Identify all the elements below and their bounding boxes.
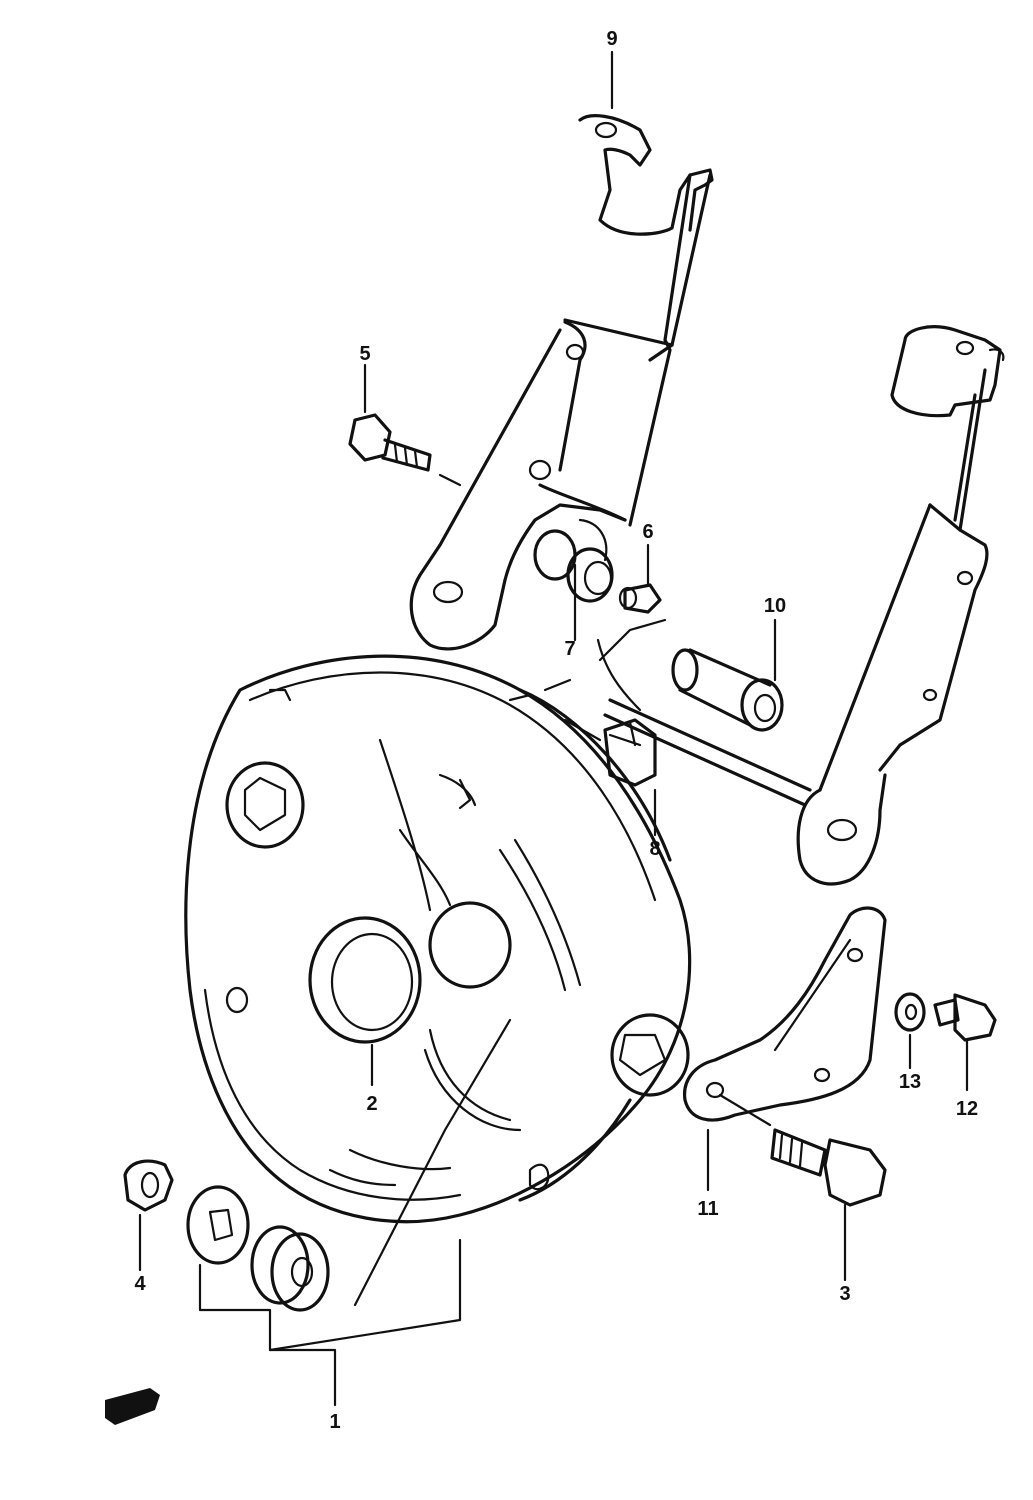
left-mounting-bracket bbox=[409, 114, 714, 651]
callout-10: 10 bbox=[764, 595, 786, 617]
cap-nut-8 bbox=[603, 718, 657, 787]
callout-labels: 9 5 6 7 10 8 2 11 3 13 12 4 1 bbox=[134, 28, 978, 1433]
callout-4: 4 bbox=[134, 1273, 146, 1295]
callout-3: 3 bbox=[839, 1283, 850, 1305]
mounting-plate-11 bbox=[683, 906, 887, 1122]
spacer-10 bbox=[671, 648, 784, 732]
callout-11: 11 bbox=[697, 1198, 718, 1220]
assembly-line-c bbox=[563, 718, 602, 742]
callout-7: 7 bbox=[564, 638, 575, 660]
right-mounting-bracket bbox=[603, 325, 1005, 886]
assembly-line-a bbox=[598, 618, 667, 662]
washer-13 bbox=[894, 992, 926, 1032]
rubber-grommet-7 bbox=[533, 529, 614, 603]
washer-plate bbox=[186, 1185, 250, 1265]
callout-13: 13 bbox=[899, 1071, 921, 1093]
rubber-damper bbox=[250, 1225, 330, 1312]
bolt-5 bbox=[348, 413, 462, 487]
callout-6: 6 bbox=[642, 521, 653, 543]
nut-4 bbox=[123, 1159, 174, 1212]
assembly-line-b bbox=[596, 638, 642, 712]
center-line bbox=[508, 678, 572, 702]
callout-2: 2 bbox=[366, 1093, 377, 1115]
callout-8: 8 bbox=[649, 838, 660, 860]
callout-9: 9 bbox=[606, 28, 617, 50]
bolt-12 bbox=[933, 993, 997, 1042]
callout-12: 12 bbox=[956, 1098, 978, 1120]
logo-mark bbox=[105, 1388, 160, 1425]
callout-5: 5 bbox=[359, 343, 370, 365]
leader-lines bbox=[138, 50, 969, 1407]
headlight-housing bbox=[184, 654, 692, 1224]
bolt-3 bbox=[718, 1093, 887, 1207]
collar-6 bbox=[618, 583, 662, 614]
callout-1: 1 bbox=[329, 1411, 340, 1433]
